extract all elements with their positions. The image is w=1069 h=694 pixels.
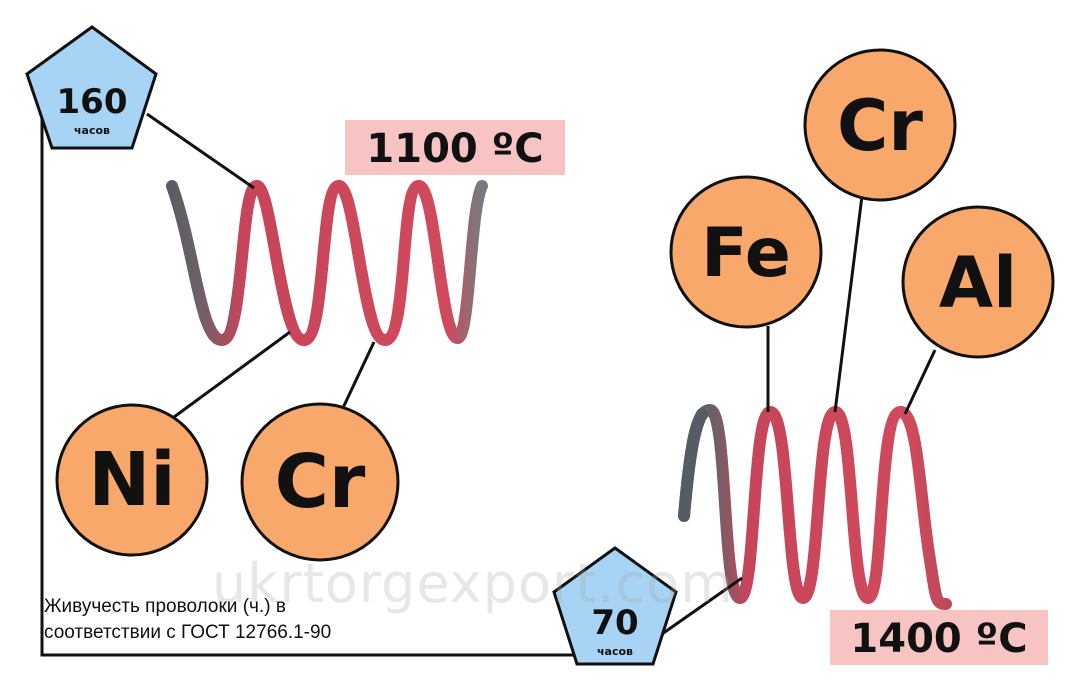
coil-right-grey-end <box>678 408 708 522</box>
element-cr-right: Cr <box>803 48 957 202</box>
coil-left-nichrome <box>166 180 488 347</box>
coil-right-fechral <box>678 403 952 610</box>
temp-label-left: 1100 ºC <box>366 126 543 172</box>
element-fe: Fe <box>669 175 823 329</box>
element-ni: Ni <box>55 403 209 557</box>
caption-line-2: соответствии с ГОСТ 12766.1-90 <box>44 622 332 643</box>
temp-label-right: 1400 ºC <box>850 616 1027 662</box>
caption-line-1: Живучесть проволоки (ч.) в <box>44 596 286 617</box>
element-ni-symbol: Ni <box>88 437 175 523</box>
caption: Живучесть проволоки (ч.) в соответствии … <box>44 594 464 646</box>
hours-badge-right-unit: часов <box>597 645 633 658</box>
frame-line <box>40 110 575 657</box>
hours-badge-left-unit: часов <box>74 124 110 137</box>
connector-ni-coil <box>173 330 291 419</box>
temp-bg-left <box>345 120 565 175</box>
hours-badge-left-value: 160 <box>57 82 128 122</box>
element-al-symbol: Al <box>939 242 1017 324</box>
hours-badge-right-value: 70 <box>591 603 638 643</box>
element-cr-left-symbol: Cr <box>275 439 366 525</box>
connector-cr-left-coil <box>340 341 376 411</box>
connector-70-coil <box>661 576 743 636</box>
temp-bg-right <box>830 610 1048 665</box>
connector-cr-right-coil <box>833 195 864 413</box>
hours-badge-right: 70 часов <box>552 546 678 666</box>
hours-badge-left: 160 часов <box>25 25 158 150</box>
connector-160-coil <box>146 112 255 190</box>
element-al: Al <box>901 205 1055 359</box>
element-cr-left: Cr <box>240 402 400 562</box>
connector-al-coil <box>903 349 937 415</box>
element-fe-symbol: Fe <box>701 214 791 293</box>
element-cr-right-symbol: Cr <box>837 85 923 167</box>
